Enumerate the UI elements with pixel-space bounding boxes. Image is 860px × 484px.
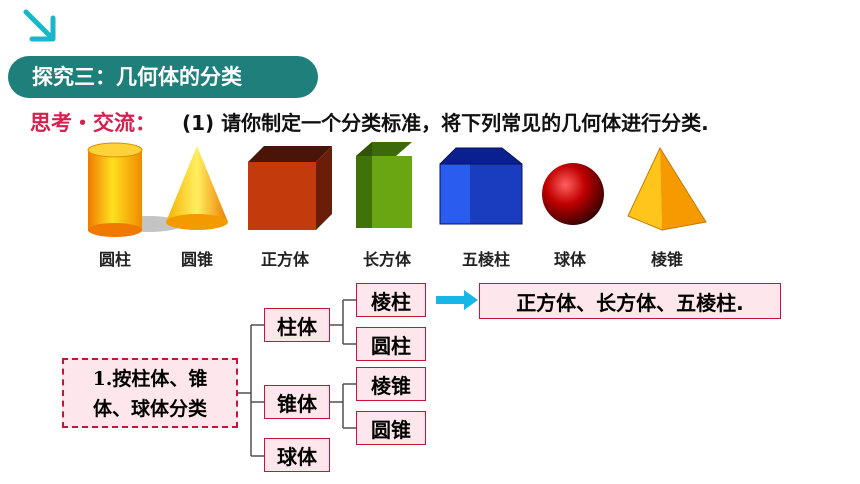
- shape-label-cuboid: 长方体: [362, 250, 411, 269]
- shape-label-sphere: 球体: [553, 250, 586, 269]
- cuboid-icon: [356, 142, 412, 228]
- cylinder-icon: [87, 142, 184, 237]
- cube-icon: [248, 146, 332, 230]
- pentagonal-prism-icon: [439, 147, 523, 225]
- header-banner: [8, 56, 318, 98]
- shape-label-cylinder: 圆柱: [98, 250, 131, 269]
- shape-label-cone: 圆锥: [180, 250, 213, 269]
- classification-tree-lines: [238, 290, 478, 457]
- category-cone-like: 锥体: [264, 385, 330, 419]
- arrow-right-icon: [436, 290, 478, 310]
- classification-criterion-box: 1.按柱体、锥 体、球体分类: [62, 358, 238, 428]
- subcategory-cylinder: 圆柱: [356, 327, 426, 361]
- shape-label-cube: 正方体: [260, 250, 309, 269]
- prism-members-box: 正方体、长方体、五棱柱.: [479, 283, 781, 319]
- question-text: (1) 请你制定一个分类标准，将下列常见的几何体进行分类.: [182, 111, 709, 135]
- shape-label-pentagonal-prism: 五棱柱: [461, 250, 510, 269]
- think-discuss-label: 思考・交流：: [30, 111, 156, 135]
- cone-icon: [166, 146, 228, 230]
- corner-arrow-icon: [23, 9, 56, 42]
- category-sphere: 球体: [264, 438, 330, 472]
- subcategory-pyramid: 棱锥: [356, 367, 426, 401]
- shape-label-pyramid: 棱锥: [650, 250, 683, 269]
- page-title: 探究三：几何体的分类: [32, 65, 242, 89]
- sphere-icon: [542, 163, 604, 225]
- pyramid-icon: [627, 146, 707, 231]
- criterion-line-1: 1.按柱体、锥: [92, 368, 208, 390]
- category-prism-like: 柱体: [264, 308, 330, 342]
- subcategory-prism: 棱柱: [356, 283, 426, 317]
- shapes-illustration: [87, 142, 707, 237]
- criterion-line-2: 体、球体分类: [92, 398, 207, 420]
- subcategory-cone: 圆锥: [356, 411, 426, 445]
